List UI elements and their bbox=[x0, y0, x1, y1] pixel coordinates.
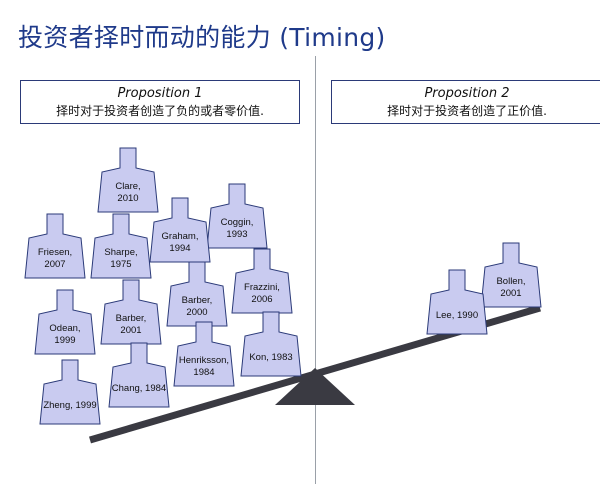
left-weight: Frazzini,2006 bbox=[231, 248, 293, 314]
left-weight: Clare,2010 bbox=[97, 147, 159, 213]
left-weight: Friesen,2007 bbox=[24, 213, 86, 279]
weight-label: Lee, 1990 bbox=[436, 310, 478, 321]
weight-label: 1984 bbox=[193, 367, 214, 378]
weight-shape bbox=[426, 269, 488, 335]
weight-shape bbox=[231, 248, 293, 314]
weight-label: Graham, bbox=[162, 231, 199, 242]
weight-shape bbox=[108, 342, 170, 408]
weight-label: Henriksson, bbox=[179, 355, 229, 366]
weight-label: Chang, 1984 bbox=[112, 383, 166, 394]
center-divider bbox=[315, 56, 316, 484]
left-weight: Sharpe,1975 bbox=[90, 213, 152, 279]
weight-shape bbox=[97, 147, 159, 213]
weight-shape bbox=[100, 279, 162, 345]
weight-label: 1994 bbox=[169, 243, 190, 254]
left-weight: Odean,1999 bbox=[34, 289, 96, 355]
weight-shape bbox=[240, 311, 302, 377]
left-weight: Barber,2001 bbox=[100, 279, 162, 345]
weight-label: Barber, bbox=[116, 313, 147, 324]
right-weight: Lee, 1990 bbox=[426, 269, 488, 335]
weight-label: Odean, bbox=[49, 323, 80, 334]
left-weight: Graham,1994 bbox=[149, 197, 211, 263]
proposition-2-heading: Proposition 2 bbox=[424, 86, 510, 101]
fulcrum-triangle bbox=[275, 368, 355, 405]
weight-shape bbox=[149, 197, 211, 263]
proposition-1-text: 择时对于投资者创造了负的或者零价值. bbox=[56, 104, 264, 118]
weight-shape bbox=[206, 183, 268, 249]
weight-shape bbox=[24, 213, 86, 279]
weight-shape bbox=[90, 213, 152, 279]
weight-label: Frazzini, bbox=[244, 282, 280, 293]
left-weight: Barber,2000 bbox=[166, 261, 228, 327]
left-weight: Coggin,1993 bbox=[206, 183, 268, 249]
left-weight: Kon, 1983 bbox=[240, 311, 302, 377]
weight-shape bbox=[173, 321, 235, 387]
weight-shape bbox=[480, 242, 542, 308]
weight-label: 1993 bbox=[226, 229, 247, 240]
weight-label: 2006 bbox=[251, 294, 272, 305]
left-weight: Henriksson,1984 bbox=[173, 321, 235, 387]
weight-label: 1999 bbox=[54, 335, 75, 346]
weights-group: Clare,2010Coggin,1993Graham,1994Sharpe,1… bbox=[24, 147, 542, 425]
page-title: 投资者择时而动的能力 (Timing) bbox=[18, 23, 386, 52]
weight-shape bbox=[166, 261, 228, 327]
proposition-2-text: 择时对于投资者创造了正价值. bbox=[387, 104, 547, 118]
weight-label: 2001 bbox=[120, 325, 141, 336]
proposition-1-box: Proposition 1 择时对于投资者创造了负的或者零价值. bbox=[20, 80, 300, 124]
weight-label: Bollen, bbox=[496, 276, 525, 287]
left-weight: Chang, 1984 bbox=[108, 342, 170, 408]
weight-label: Clare, bbox=[115, 181, 140, 192]
weight-label: Friesen, bbox=[38, 247, 72, 258]
proposition-1-heading: Proposition 1 bbox=[117, 86, 203, 101]
weight-label: 2007 bbox=[44, 259, 65, 270]
weight-shape bbox=[34, 289, 96, 355]
weight-label: Barber, bbox=[182, 295, 213, 306]
weight-label: Sharpe, bbox=[104, 247, 137, 258]
right-weight: Bollen,2001 bbox=[480, 242, 542, 308]
weight-shape bbox=[39, 359, 101, 425]
weight-label: 2000 bbox=[186, 307, 207, 318]
weight-label: Zheng, 1999 bbox=[43, 400, 96, 411]
proposition-2-box: Proposition 2 择时对于投资者创造了正价值. bbox=[331, 80, 600, 124]
weight-label: Coggin, bbox=[221, 217, 254, 228]
left-weight: Zheng, 1999 bbox=[39, 359, 101, 425]
weight-label: Kon, 1983 bbox=[249, 352, 292, 363]
weight-label: 2001 bbox=[500, 288, 521, 299]
weight-label: 2010 bbox=[117, 193, 138, 204]
weight-label: 1975 bbox=[110, 259, 131, 270]
